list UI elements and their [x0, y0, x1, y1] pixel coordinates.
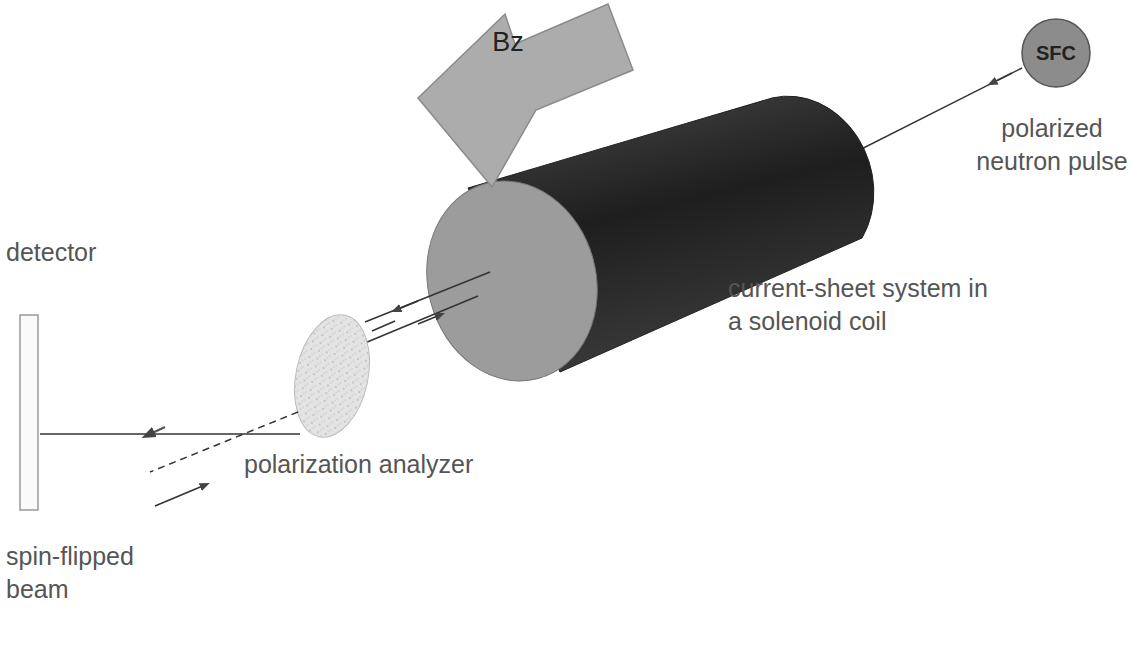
beam-label: polarized neutron pulse [966, 112, 1138, 177]
part-label: current-sheet system in a solenoid coil [728, 272, 990, 337]
part-label: polarization analyzer [244, 448, 544, 481]
detector [20, 315, 38, 510]
part-label: detector [6, 236, 136, 269]
arrow-shape [418, 4, 633, 187]
field-arrow: Bz [412, 0, 638, 195]
spin-flipper-circle: SFC [1020, 17, 1092, 89]
beam-label: spin-flipped beam [6, 540, 166, 605]
arrow-shape [412, 0, 638, 195]
beam-line [365, 272, 490, 322]
beam-line [40, 433, 300, 435]
coil-front-face [405, 162, 620, 401]
beam-line [372, 321, 395, 331]
beam-arrow [148, 427, 165, 435]
beam-line [360, 296, 478, 345]
node-label: SFC [1036, 42, 1076, 65]
polarization-analyzer [284, 308, 380, 444]
beam-arrow [418, 315, 440, 324]
beam-arrow [396, 301, 418, 310]
beam-arrow [992, 73, 1012, 83]
circle-shape [1022, 19, 1090, 87]
node-label: Bz [492, 27, 524, 58]
beam-arrow [155, 485, 205, 506]
